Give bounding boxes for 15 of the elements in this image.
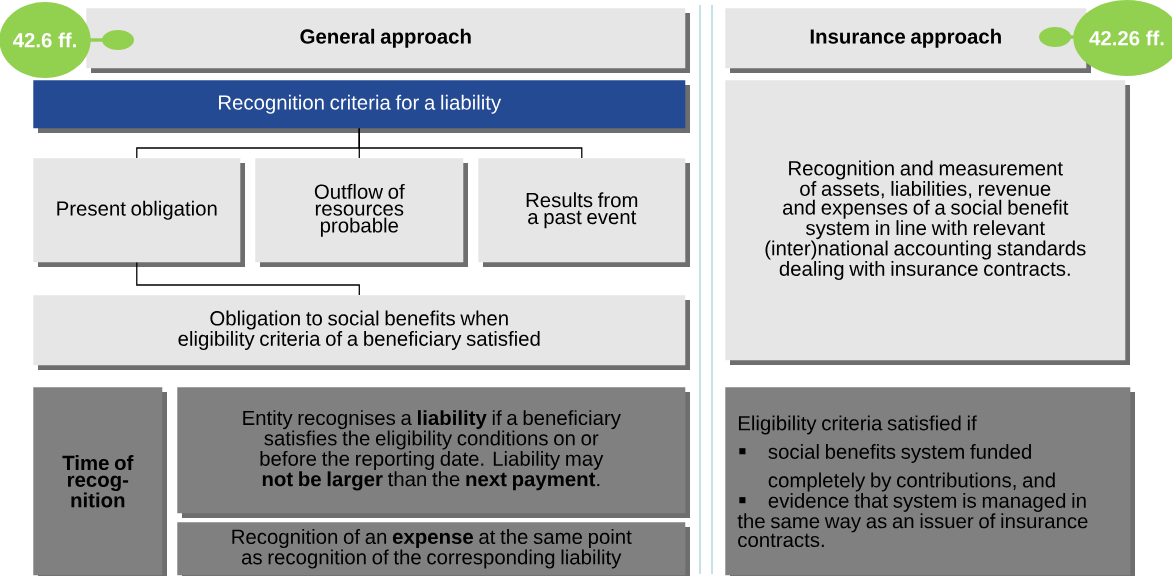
side-label-box: Time of recog-nition bbox=[33, 387, 167, 576]
criterion-box: Present obligation bbox=[33, 158, 245, 267]
bullet-list-box: Eligibility criteria satisfied if social benefits system funded completely by contributions, and evidence that system is managed in the same way as an issuer of insurance contracts. bbox=[725, 387, 1135, 576]
section-badge: 42.6 ff. bbox=[0, 2, 134, 78]
connector-line bbox=[358, 127, 583, 159]
connector-line bbox=[136, 261, 360, 296]
process-box: Obligation to social benefits when eligibility criteria of a beneficiary satisfied bbox=[33, 295, 690, 370]
header-bar: General approach bbox=[86, 8, 690, 73]
text-box: Entity recognises a liability if a beneficiary satisfies the eligibility conditions on or before the reporting date. Liability may not be larger than the next payment. bbox=[177, 387, 690, 518]
text-box: Recognition and measurement of assets, liabilities, revenue and expenses of a social benefit system in line with relevant (inter)national accounting standards dealing with insurance contracts. bbox=[725, 80, 1130, 365]
heading-bar: Recognition criteria for a liability bbox=[33, 80, 690, 133]
section-badge: 42.26 ff. bbox=[1039, 0, 1172, 76]
criterion-box: Outflow of resources probable bbox=[255, 158, 468, 267]
criterion-box: Results from a past event bbox=[478, 158, 690, 267]
text-box: Recognition of an expense at the same point as recognition of the corresponding liability bbox=[177, 522, 690, 576]
